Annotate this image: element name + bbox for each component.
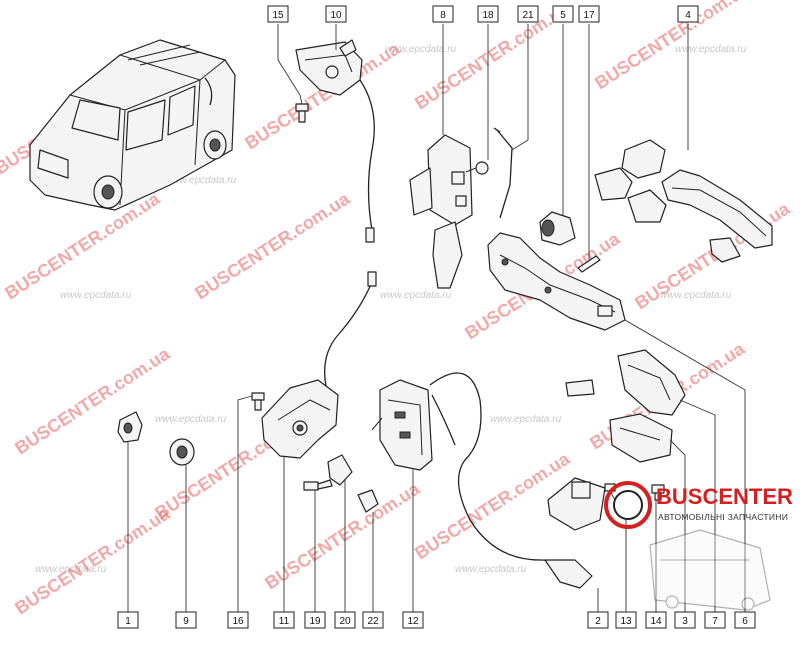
callout-1: 1 — [117, 611, 139, 629]
svg-text:2: 2 — [595, 616, 601, 627]
callout-21: 21 — [517, 5, 539, 23]
svg-text:5: 5 — [560, 10, 566, 21]
callout-8: 8 — [432, 5, 454, 23]
part-5-lock-cylinder — [539, 211, 576, 246]
watermark-epc: www.epcdata.ru — [455, 564, 527, 575]
part-2-base-plate — [547, 477, 606, 531]
watermark-brand: BUSCENTER.com.ua — [11, 503, 174, 618]
svg-text:12: 12 — [407, 616, 419, 627]
watermark-epc: www.epcdata.ru — [490, 414, 562, 425]
svg-text:9: 9 — [183, 616, 189, 627]
svg-text:18: 18 — [482, 10, 494, 21]
callout-10: 10 — [325, 5, 347, 23]
callout-7: 7 — [704, 611, 726, 629]
svg-text:8: 8 — [440, 10, 446, 21]
part-22-clip — [357, 489, 379, 513]
svg-text:22: 22 — [367, 616, 379, 627]
logo-ring — [604, 481, 652, 529]
callout-18: 18 — [477, 5, 499, 23]
svg-text:7: 7 — [712, 616, 718, 627]
logo-tagline: АВТОМОБІЛЬНІ ЗАПЧАСТИНИ — [658, 512, 788, 522]
van-illustration — [29, 39, 236, 211]
part-1-grommet — [117, 411, 143, 443]
part-7-handle-trim — [565, 349, 686, 416]
svg-text:20: 20 — [339, 616, 351, 627]
part-3-bracket — [609, 413, 673, 463]
svg-text:15: 15 — [272, 10, 284, 21]
svg-text:4: 4 — [685, 10, 691, 21]
svg-text:17: 17 — [583, 10, 595, 21]
part-20-clip — [327, 454, 353, 486]
watermark-epc: www.epcdata.ru — [675, 44, 747, 55]
watermark-brand: BUSCENTER.com.ua — [1, 188, 164, 303]
callout-14: 14 — [645, 611, 667, 629]
part-21-rod — [493, 127, 513, 219]
svg-text:11: 11 — [279, 616, 290, 627]
part-4-exterior-handle-set — [594, 139, 773, 263]
callout-20: 20 — [334, 611, 356, 629]
watermark-brand: BUSCENTER.com.ua — [11, 343, 174, 458]
callout-13: 13 — [615, 611, 637, 629]
svg-text:19: 19 — [309, 616, 321, 627]
part-8-interior-handle — [409, 134, 473, 289]
svg-text:14: 14 — [650, 616, 662, 627]
callout-15: 15 — [267, 5, 289, 23]
watermark-brand: BUSCENTER.com.ua — [191, 188, 354, 303]
watermark-epc: www.epcdata.ru — [155, 414, 227, 425]
part-14-bolt — [651, 484, 665, 501]
svg-text:13: 13 — [620, 616, 632, 627]
part-9-bush — [169, 438, 195, 466]
logo-name: BUSCENTER — [656, 484, 793, 509]
svg-text:21: 21 — [522, 10, 534, 21]
part-16-screw — [251, 392, 265, 411]
svg-text:1: 1 — [125, 616, 131, 627]
callout-2: 2 — [587, 611, 609, 629]
svg-text:16: 16 — [232, 616, 244, 627]
callout-4: 4 — [677, 5, 699, 23]
part-10-bonnet-latch — [295, 39, 375, 243]
callout-5: 5 — [552, 5, 574, 23]
part-11-latch — [261, 271, 377, 459]
leader-lines — [127, 24, 746, 618]
callout-12: 12 — [402, 611, 424, 629]
watermark-epc: www.epcdata.ru — [380, 290, 452, 301]
svg-text:3: 3 — [682, 616, 688, 627]
part-19-bolt — [303, 479, 333, 491]
logo-inner-ring — [613, 490, 643, 520]
callout-6: 6 — [734, 611, 756, 629]
watermark-epc: www.epcdata.ru — [35, 564, 107, 575]
callout-16: 16 — [227, 611, 249, 629]
watermark-epc: www.epcdata.ru — [60, 290, 132, 301]
svg-text:6: 6 — [742, 616, 748, 627]
part-17-pin — [577, 255, 601, 273]
callout-19: 19 — [304, 611, 326, 629]
logo-bus-icon — [649, 529, 771, 611]
callout-17: 17 — [578, 5, 600, 23]
part-6-handle-bracket — [487, 232, 626, 331]
callout-9: 9 — [175, 611, 197, 629]
watermark-epc: www.epcdata.ru — [385, 44, 457, 55]
callout-3: 3 — [674, 611, 696, 629]
watermark-epc: www.epcdata.ru — [660, 290, 732, 301]
part-18-screw — [465, 161, 489, 175]
watermark-epc: www.epcdata.ru — [165, 175, 237, 186]
callout-11: 11 — [273, 611, 295, 629]
svg-text:10: 10 — [330, 10, 342, 21]
part-12-door-lock — [371, 372, 593, 589]
callout-22: 22 — [362, 611, 384, 629]
buscenter-logo: BUSCENTER АВТОМОБІЛЬНІ ЗАПЧАСТИНИ — [604, 481, 793, 611]
watermark-brand: BUSCENTER.com.ua — [261, 478, 424, 593]
